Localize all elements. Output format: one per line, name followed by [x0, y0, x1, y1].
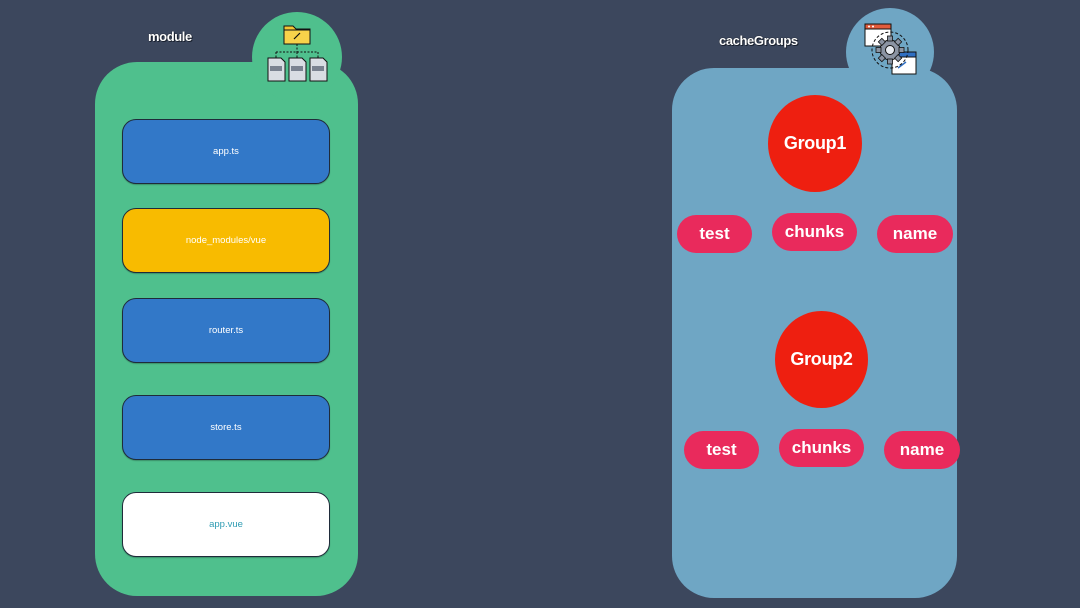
- group-circle: Group1: [768, 95, 862, 192]
- gear-settings-icon: [864, 23, 917, 75]
- group-prop-test: test: [684, 431, 759, 469]
- folder-tree-icon: [267, 25, 328, 82]
- module-item: app.ts: [122, 119, 330, 184]
- module-item: node_modules/vue: [122, 208, 330, 273]
- group-prop-name: name: [877, 215, 953, 253]
- module-item: app.vue: [122, 492, 330, 557]
- module-item: router.ts: [122, 298, 330, 363]
- group-prop-chunks: chunks: [772, 213, 857, 251]
- module-item: store.ts: [122, 395, 330, 460]
- group-prop-name: name: [884, 431, 960, 469]
- cachegroups-title: cacheGroups: [719, 33, 798, 48]
- group-prop-chunks: chunks: [779, 429, 864, 467]
- group-prop-test: test: [677, 215, 752, 253]
- group-circle: Group2: [775, 311, 868, 408]
- module-title: module: [148, 29, 192, 44]
